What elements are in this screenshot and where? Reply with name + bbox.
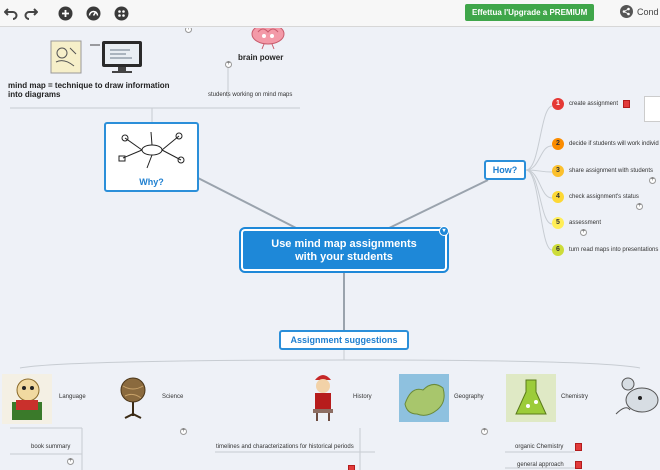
step-item-2[interactable]: 2 decide if students will work individ [552,138,659,150]
pdf-attachment-icon[interactable] [575,461,582,469]
globe-image [117,374,149,427]
how-node[interactable]: How? [484,160,526,180]
share-icon [620,5,633,18]
brain-image [248,28,288,55]
soldier-image [303,372,343,427]
monitor-image [100,40,144,79]
upgrade-premium-button[interactable]: Effettua l'Upgrade a PREMIUM [465,4,595,21]
step-number-badge: 2 [552,138,564,150]
assignment-suggestions-node[interactable]: Assignment suggestions [279,330,409,350]
step-text: share assignment with students [569,168,654,174]
science-label[interactable]: Science [162,394,184,400]
pdf-attachment-icon[interactable] [348,465,355,470]
europe-map-image [399,374,449,427]
central-topic-line-1: Use mind map assignments [271,238,417,250]
toolbar: Effettua l'Upgrade a PREMIUM Cond [0,0,660,27]
expand-icon[interactable]: + [636,203,643,210]
geography-label[interactable]: Geography [454,394,484,400]
mind-map-canvas[interactable]: mind map = technique to draw information… [0,28,660,470]
step-number-badge: 4 [552,191,564,203]
mouse-character-image [612,374,660,427]
organic-chemistry-item[interactable]: organic Chemistry [515,444,564,450]
why-label: Why? [139,177,164,187]
expand-icon[interactable]: + [67,458,74,465]
step-number-badge: 3 [552,165,564,177]
step-number-badge: 5 [552,217,564,229]
expand-icon[interactable]: + [649,177,656,184]
undo-icon[interactable] [2,4,20,22]
share-label: Cond [637,6,659,17]
expand-icon[interactable]: + [185,28,192,33]
expand-icon[interactable]: + [225,61,232,68]
chemistry-flask-image [506,374,556,427]
technique-line-1: mind map = technique to draw information [8,81,170,90]
sketch-image [50,40,82,79]
students-working-label[interactable]: students working on mind maps [208,92,293,98]
timelines-item[interactable]: timelines and characterizations for hist… [216,444,354,450]
why-node[interactable]: Why? [104,122,199,192]
step-item-4[interactable]: 4 check assignment's status [552,191,639,203]
pdf-attachment-icon[interactable] [623,100,631,108]
share-button[interactable]: Cond [620,5,659,18]
technique-line-2: into diagrams [8,90,61,99]
step-number-badge: 6 [552,244,564,256]
step-item-6[interactable]: 6 turn read maps into presentations [552,244,658,256]
chevron-down-icon[interactable]: ▾ [439,226,449,236]
central-topic[interactable]: Use mind map assignments with your stude… [239,226,449,273]
expand-icon[interactable]: + [481,428,488,435]
connection-lines [10,44,641,470]
step-item-5[interactable]: 5 assessment [552,217,601,229]
pdf-attachment-icon[interactable] [575,443,582,451]
step-item-1[interactable]: 1 create assignment [552,98,631,110]
step-text: assessment [569,220,602,226]
step-text: decide if students will work individ [569,141,659,147]
history-label[interactable]: History [353,394,372,400]
step-item-3[interactable]: 3 share assignment with students [552,165,653,177]
step-text: turn read maps into presentations [569,247,659,253]
step-number-badge: 1 [552,98,564,110]
expand-icon[interactable]: + [180,428,187,435]
step-text: create assignment [569,101,619,107]
style-icon[interactable] [112,4,130,22]
redo-icon[interactable] [22,4,40,22]
theme-icon[interactable] [84,4,102,22]
step-text: check assignment's status [569,194,639,200]
add-node-icon[interactable] [56,4,74,22]
central-topic-line-2: with your students [295,251,393,263]
expand-icon[interactable]: + [580,229,587,236]
book-summary-item[interactable]: book summary [31,444,71,450]
note-card[interactable] [644,96,660,122]
general-approach-item[interactable]: general approach [517,462,564,468]
language-label[interactable]: Language [59,394,86,400]
technique-note[interactable]: mind map = technique to draw information… [8,81,198,99]
brain-power-label[interactable]: brain power [238,53,284,62]
mind-map-sketch-icon [118,131,185,169]
chemistry-label[interactable]: Chemistry [561,394,589,400]
reading-character-image [2,374,52,429]
